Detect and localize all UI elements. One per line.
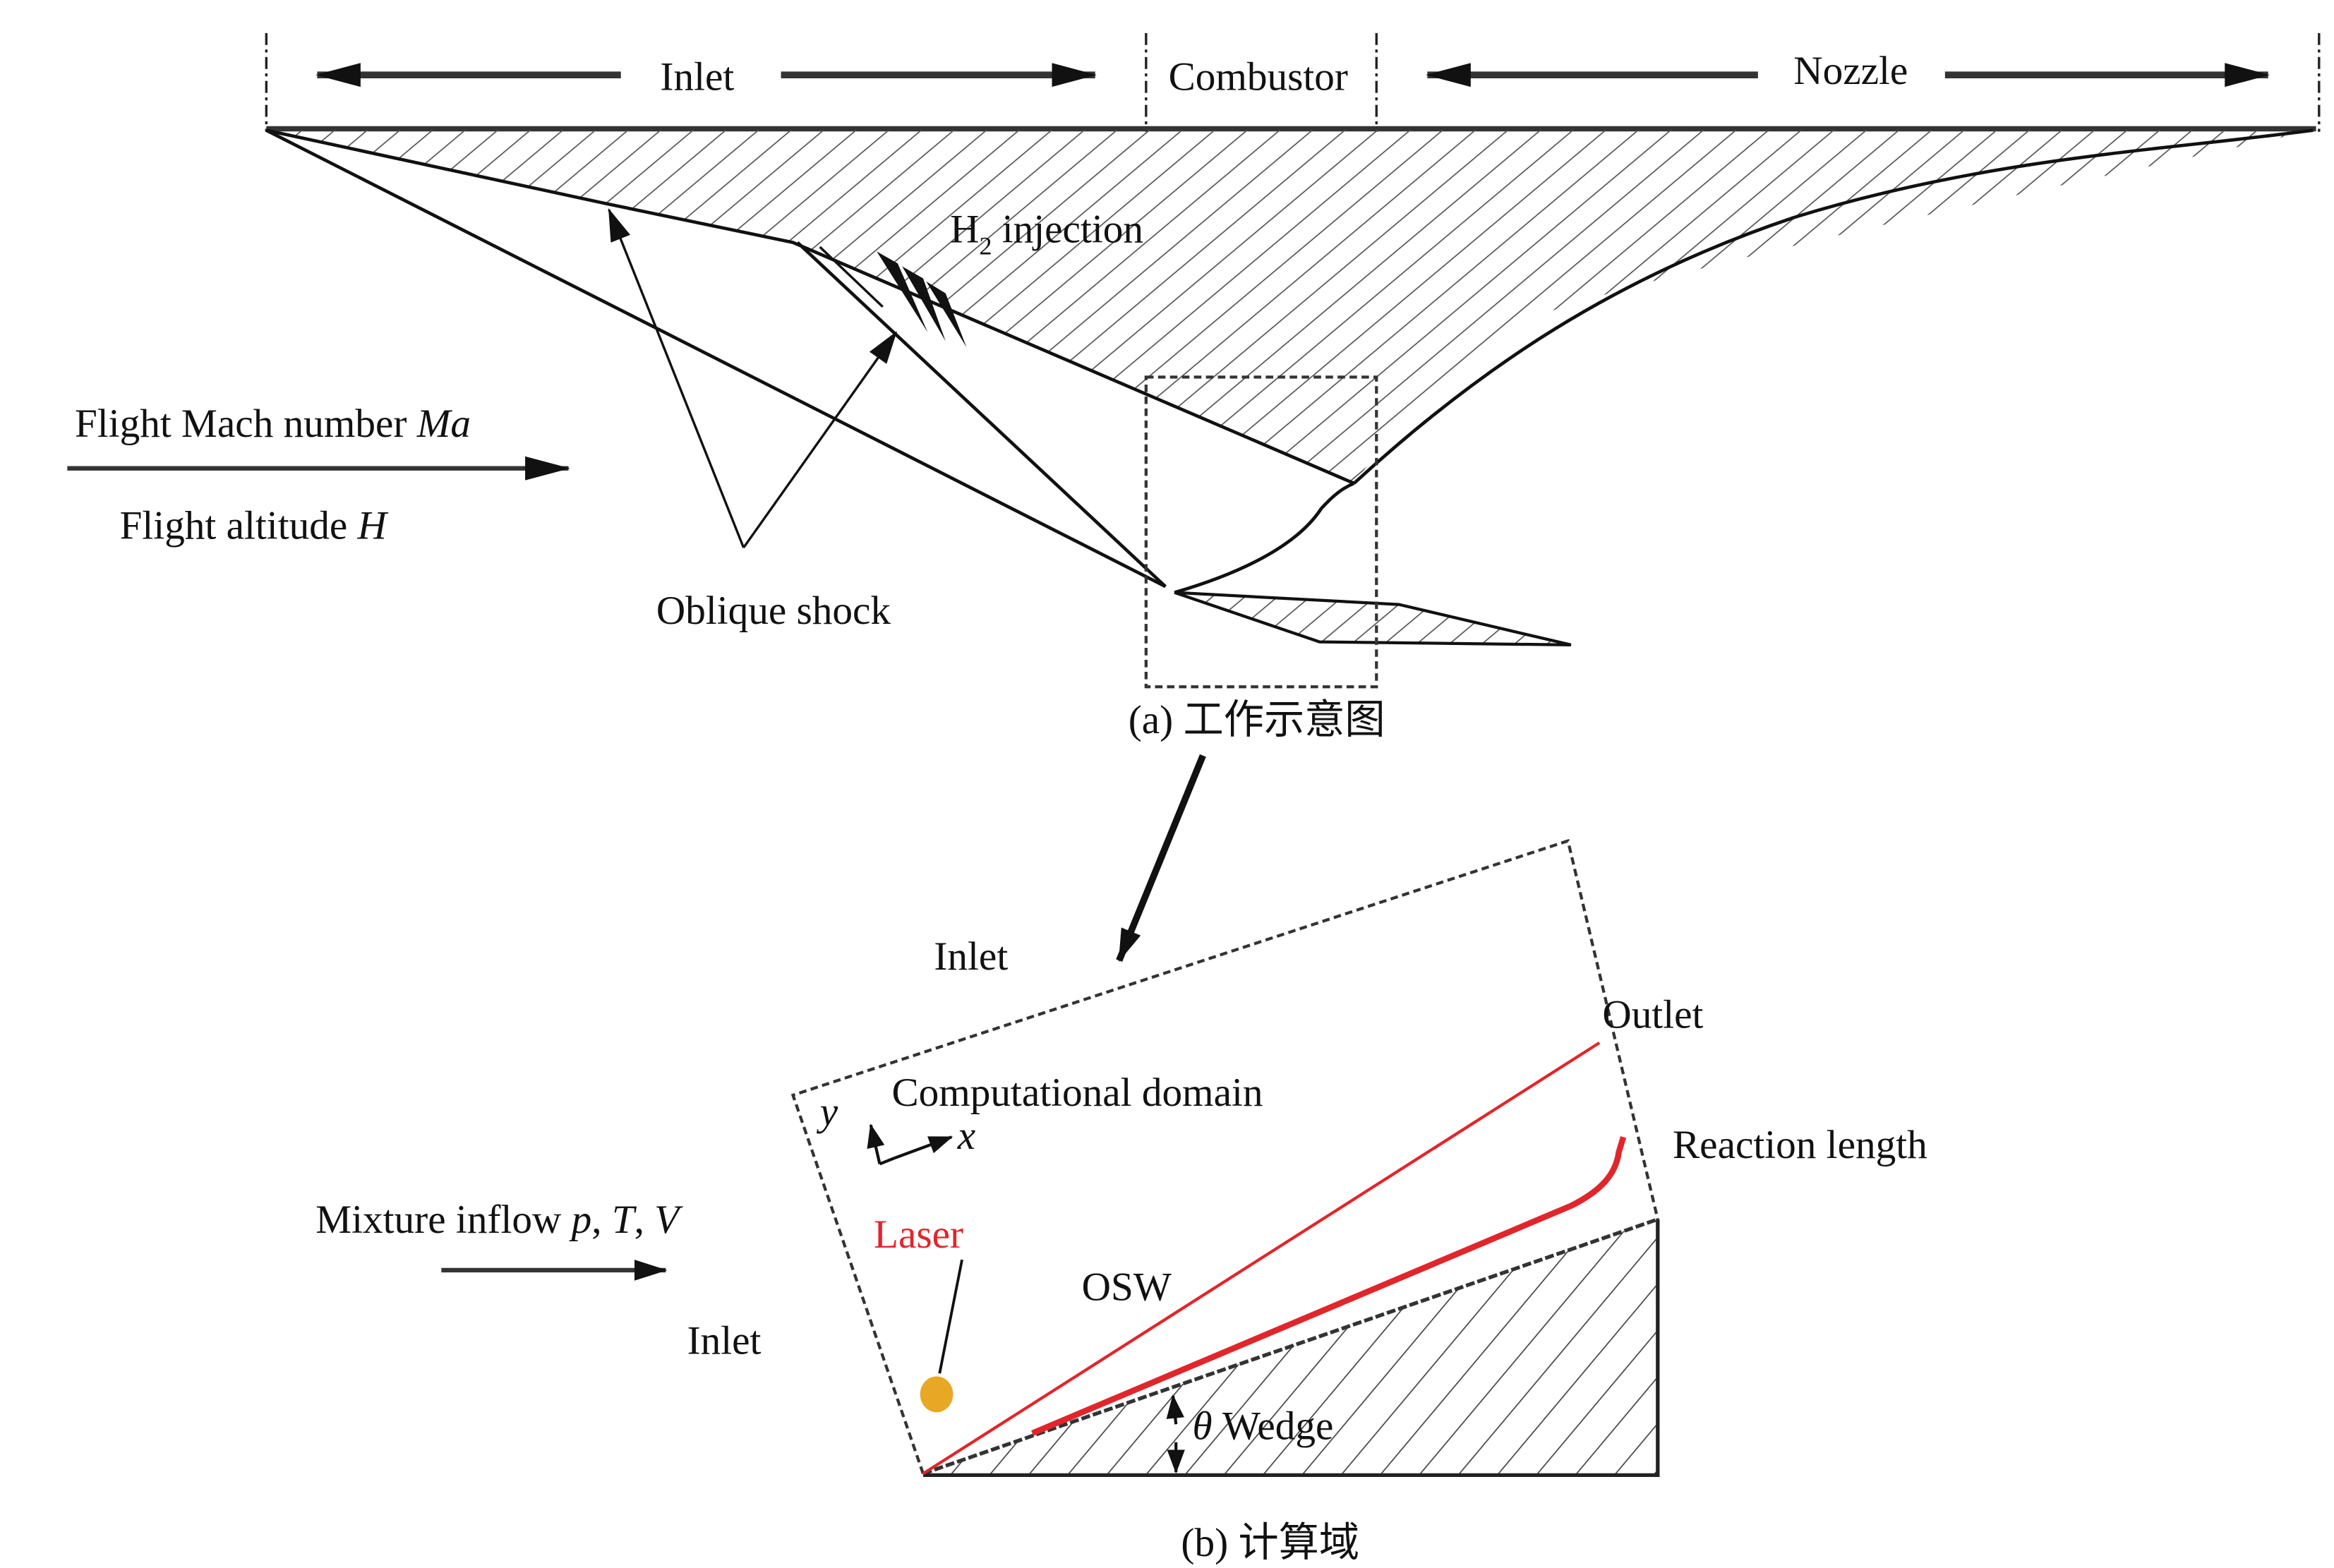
- wedge-surface: [922, 1217, 1659, 1476]
- reaction-front-curve: [1031, 1136, 1627, 1436]
- combustor-wall-curve: [1174, 481, 1355, 594]
- laser-ignition-dot: [920, 1376, 954, 1413]
- panel-a-caption: (a) 工作示意图: [1129, 698, 1385, 742]
- panel-b: y x Inlet Outlet Computational domain Re…: [315, 838, 1927, 1565]
- oblique-shock-wave-line: [922, 1041, 1601, 1476]
- computational-domain-label: Computational domain: [891, 1071, 1263, 1115]
- combustor-focus-box: [1144, 375, 1378, 689]
- axis-x-label: x: [957, 1114, 975, 1158]
- reaction-length-label: Reaction length: [1673, 1123, 1927, 1167]
- forebody-ramp: [265, 128, 1355, 486]
- axis-y-label: y: [817, 1090, 838, 1134]
- oblique-shock-pointer-1: [608, 207, 745, 548]
- oblique-shock-1: [265, 128, 1167, 589]
- osw-label: OSW: [1082, 1265, 1172, 1309]
- top-inlet-label: Inlet: [934, 934, 1008, 979]
- nozzle-section-label: Nozzle: [1793, 49, 1908, 93]
- oblique-shock-label: Oblique shock: [656, 589, 891, 633]
- wedge-label: θ Wedge: [1193, 1404, 1334, 1449]
- oblique-shock-pointer-2: [742, 331, 898, 549]
- shock-reflection: [819, 246, 884, 308]
- flight-mach-label: Flight Mach number Ma: [75, 402, 471, 446]
- mixture-inflow-label: Mixture inflow p, T, V: [315, 1198, 683, 1242]
- outlet-label: Outlet: [1602, 993, 1703, 1037]
- vehicle-body-hatched: [266, 130, 2314, 483]
- combustor-section-label: Combustor: [1169, 54, 1348, 99]
- laser-label: Laser: [874, 1212, 963, 1257]
- h2-injection-label: H2 injection: [950, 207, 1143, 260]
- flight-altitude-label: Flight altitude H: [120, 503, 389, 548]
- panel-a: Inlet Combustor Nozzle H2 injection: [67, 32, 2321, 742]
- oblique-shock-2: [796, 241, 1167, 588]
- zoom-connector-arrow: [1116, 754, 1206, 963]
- wedge-outline: [922, 1219, 1660, 1478]
- coordinate-axes: y x: [817, 1090, 975, 1166]
- cowl-hatched: [1174, 591, 1572, 646]
- inlet-section-label: Inlet: [660, 54, 734, 99]
- computational-domain-boundary: [790, 838, 1659, 1474]
- nozzle-expansion-surface: [1352, 128, 2314, 485]
- wedge-angle-indicator: [1166, 1394, 1185, 1474]
- left-inlet-label: Inlet: [687, 1319, 762, 1363]
- laser-pointer-line: [938, 1259, 963, 1374]
- panel-b-caption: (b) 计算域: [1181, 1521, 1359, 1565]
